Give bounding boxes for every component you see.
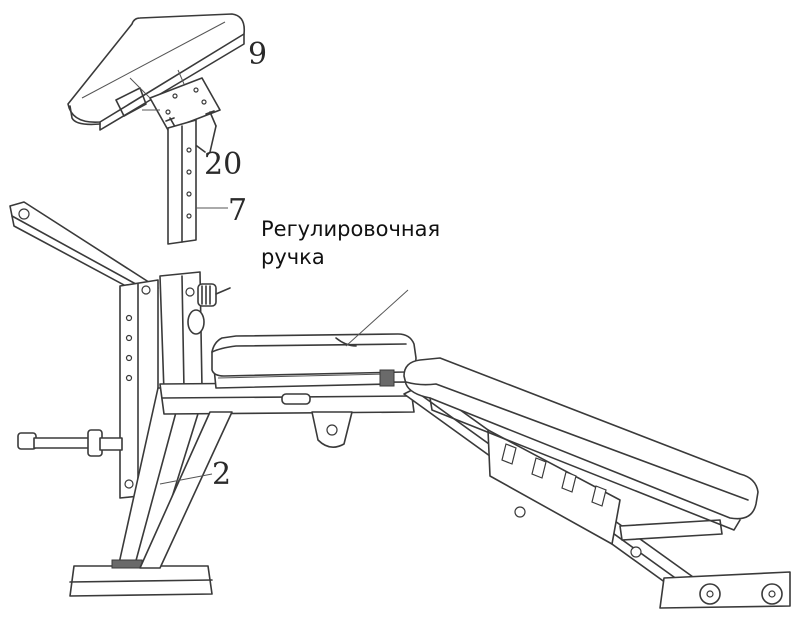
adjustment-knob xyxy=(187,283,231,335)
mounting-plate xyxy=(129,69,221,131)
seat-pad xyxy=(211,289,417,377)
leader-line-leg xyxy=(159,473,213,485)
rear-base xyxy=(659,571,791,609)
knob-callout: Регулировочная ручка xyxy=(261,215,440,271)
back-rail xyxy=(403,383,723,597)
main-post xyxy=(159,271,203,407)
knob-callout-line2: ручка xyxy=(261,245,325,269)
weight-horn xyxy=(17,429,123,457)
main-rail xyxy=(139,381,415,569)
upright-post xyxy=(167,119,228,245)
part-number-front-leg: 2 xyxy=(212,457,232,492)
part-number-post: 7 xyxy=(228,193,248,228)
back-pad xyxy=(379,357,759,531)
front-leg xyxy=(69,387,213,597)
part-number-pad: 9 xyxy=(248,37,268,72)
part-number-screws: 20 xyxy=(204,147,243,182)
preacher-pad xyxy=(67,13,246,131)
knob-callout-line1: Регулировочная xyxy=(261,217,441,241)
